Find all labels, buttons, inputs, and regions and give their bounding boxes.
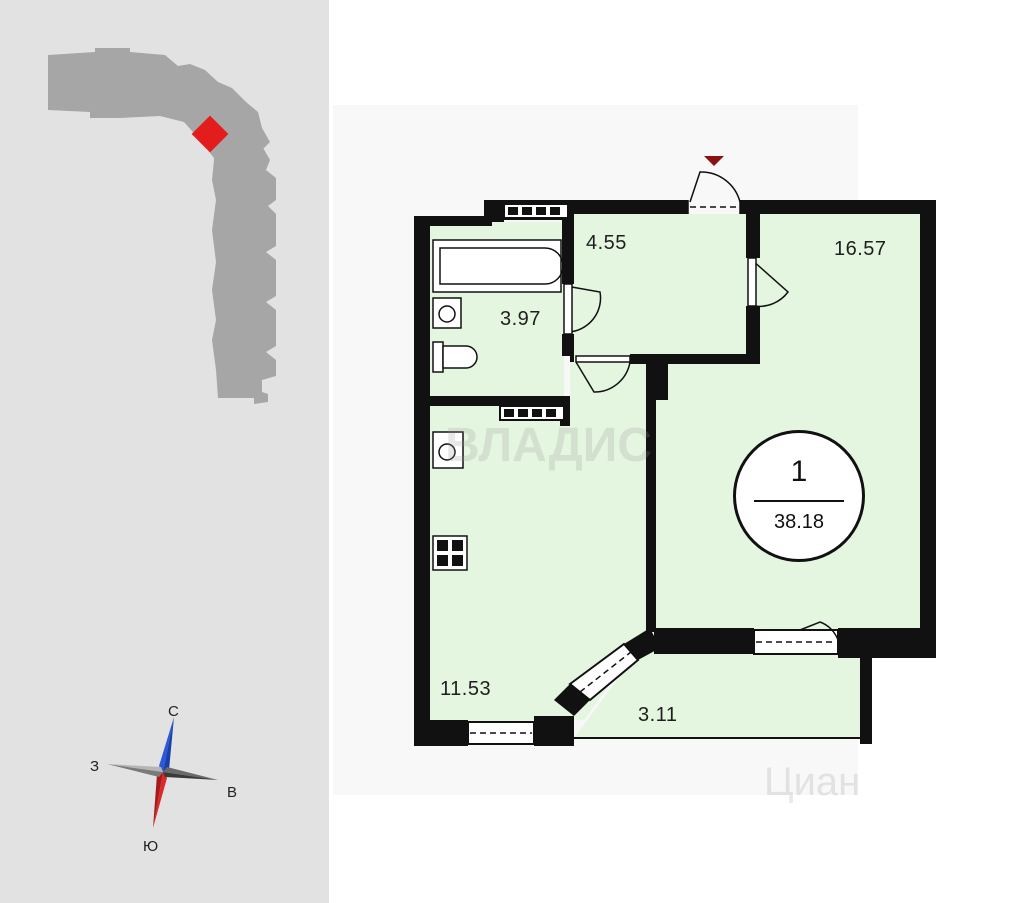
living-room-door	[751, 259, 790, 308]
sink-icon	[432, 297, 462, 329]
room-area-balcony: 3.11	[638, 704, 678, 726]
kitchen-sink-icon	[432, 431, 464, 469]
building-footprint	[48, 48, 276, 404]
listing-watermark: Циан	[764, 760, 861, 804]
entrance-marker-icon	[704, 156, 724, 166]
kitchen-door	[575, 361, 631, 393]
bathroom-door	[565, 285, 602, 333]
compass-south-label: Ю	[143, 838, 159, 855]
balcony-door-swing	[799, 621, 839, 641]
stove-icon	[432, 535, 468, 571]
toilet-icon	[432, 341, 444, 373]
room-count: 1	[790, 455, 808, 488]
compass-north-point	[159, 717, 174, 772]
entrance-door	[687, 171, 741, 214]
hallway-area	[570, 214, 752, 356]
building-east-wing	[212, 146, 276, 404]
window-diagonal	[568, 642, 640, 702]
room-area-kitchen: 11.53	[440, 678, 492, 700]
wall-left	[414, 216, 430, 746]
apartment-summary-badge: 1 38.18	[733, 430, 865, 562]
unit-location-marker	[191, 115, 229, 153]
compass-south-point	[153, 772, 167, 828]
room-area-bathroom: 3.97	[500, 308, 541, 330]
kitchen-area	[428, 356, 648, 722]
compass-west-label: З	[90, 758, 100, 775]
building-north-wing	[48, 48, 270, 160]
living-room-area	[654, 206, 928, 630]
room-area-living-room: 16.57	[834, 238, 887, 260]
compass-north-label: С	[168, 703, 179, 720]
compass-east-label: В	[227, 784, 238, 801]
badge-divider	[754, 500, 844, 502]
compass-east-point	[163, 767, 218, 780]
compass-west-point	[107, 764, 163, 777]
total-area: 38.18	[773, 511, 825, 533]
developer-watermark: ВЛАДИС	[445, 419, 652, 472]
room-area-hallway: 4.55	[586, 232, 627, 254]
compass-icon	[107, 717, 218, 828]
balcony-area	[574, 640, 860, 738]
floor-plan	[333, 105, 936, 795]
